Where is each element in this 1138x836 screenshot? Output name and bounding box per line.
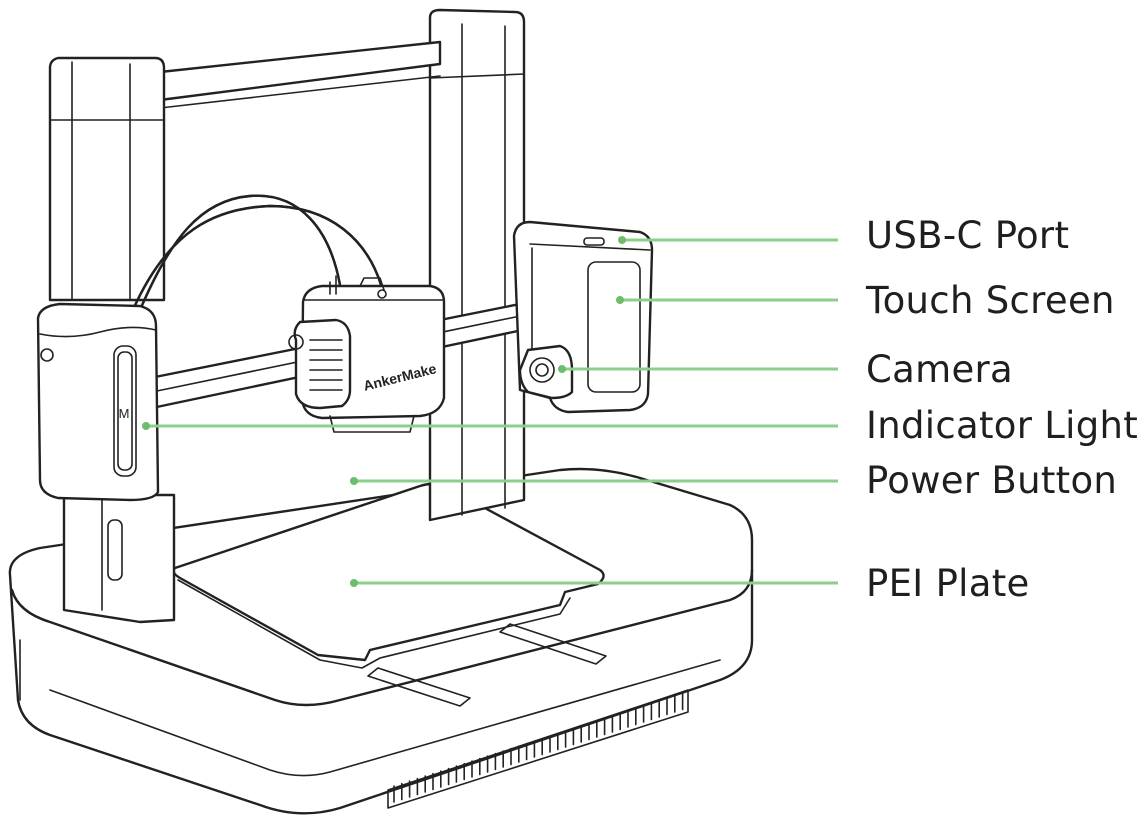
label-usb-c-port: USB-C Port: [866, 214, 1070, 257]
base-vent: [387, 689, 689, 809]
label-touch-screen: Touch Screen: [866, 279, 1115, 322]
top-crossbar: [158, 40, 442, 109]
cables: [130, 194, 384, 314]
label-pei-plate: PEI Plate: [866, 562, 1030, 605]
label-indicator-light: Indicator Light: [866, 404, 1138, 447]
callout-lines: [142, 236, 838, 587]
m-glyph: M: [119, 406, 130, 421]
right-column: [428, 8, 526, 522]
left-column: [48, 56, 176, 624]
right-carriage: [512, 220, 654, 414]
print-head: AnkerMake: [288, 275, 446, 433]
label-power-button: Power Button: [866, 459, 1118, 502]
label-camera: Camera: [866, 348, 1013, 391]
left-carriage: M: [36, 302, 160, 502]
